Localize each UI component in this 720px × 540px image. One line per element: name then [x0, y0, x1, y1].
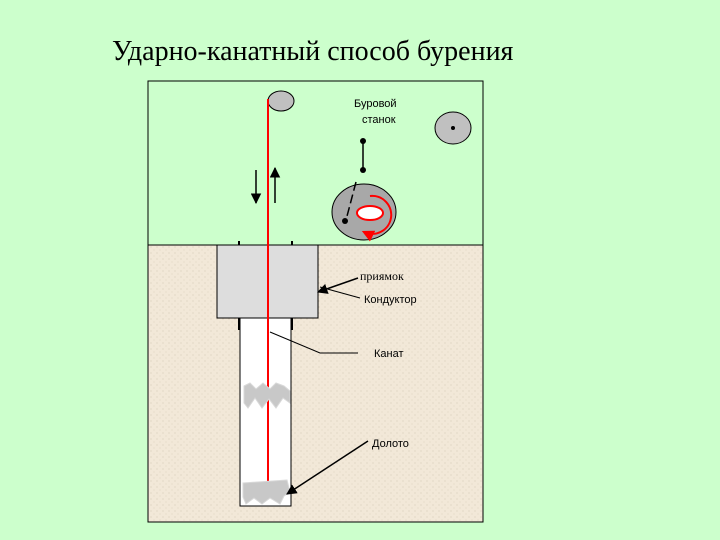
motor-pulley-center	[451, 126, 455, 130]
bit-leader-arrow	[286, 440, 369, 495]
crank-arm	[345, 181, 357, 221]
drill-bit-upper	[243, 382, 291, 409]
pit-leader-arrow	[317, 277, 359, 294]
rig-label-line1: Буровой	[354, 98, 397, 110]
conductor-label: Кондуктор	[364, 294, 417, 306]
rope-label: Канат	[374, 348, 404, 360]
crank-joint-top	[360, 138, 366, 144]
rig-label-line2: станок	[362, 114, 396, 126]
rotation-arrow-icon	[361, 194, 393, 242]
borehole	[239, 317, 292, 507]
conductor-leader-line	[319, 286, 361, 299]
slide-title: Ударно-канатный способ бурения	[112, 36, 514, 67]
flywheel-hub	[356, 205, 384, 221]
crank-pin	[342, 218, 348, 224]
bit-label: Долото	[372, 438, 409, 450]
rope-leader-line	[269, 331, 358, 354]
sky-area	[147, 80, 484, 246]
crank-joint-middle	[360, 167, 366, 173]
pit-label: приямок	[360, 269, 404, 283]
crown-pulley-icon	[267, 90, 295, 112]
